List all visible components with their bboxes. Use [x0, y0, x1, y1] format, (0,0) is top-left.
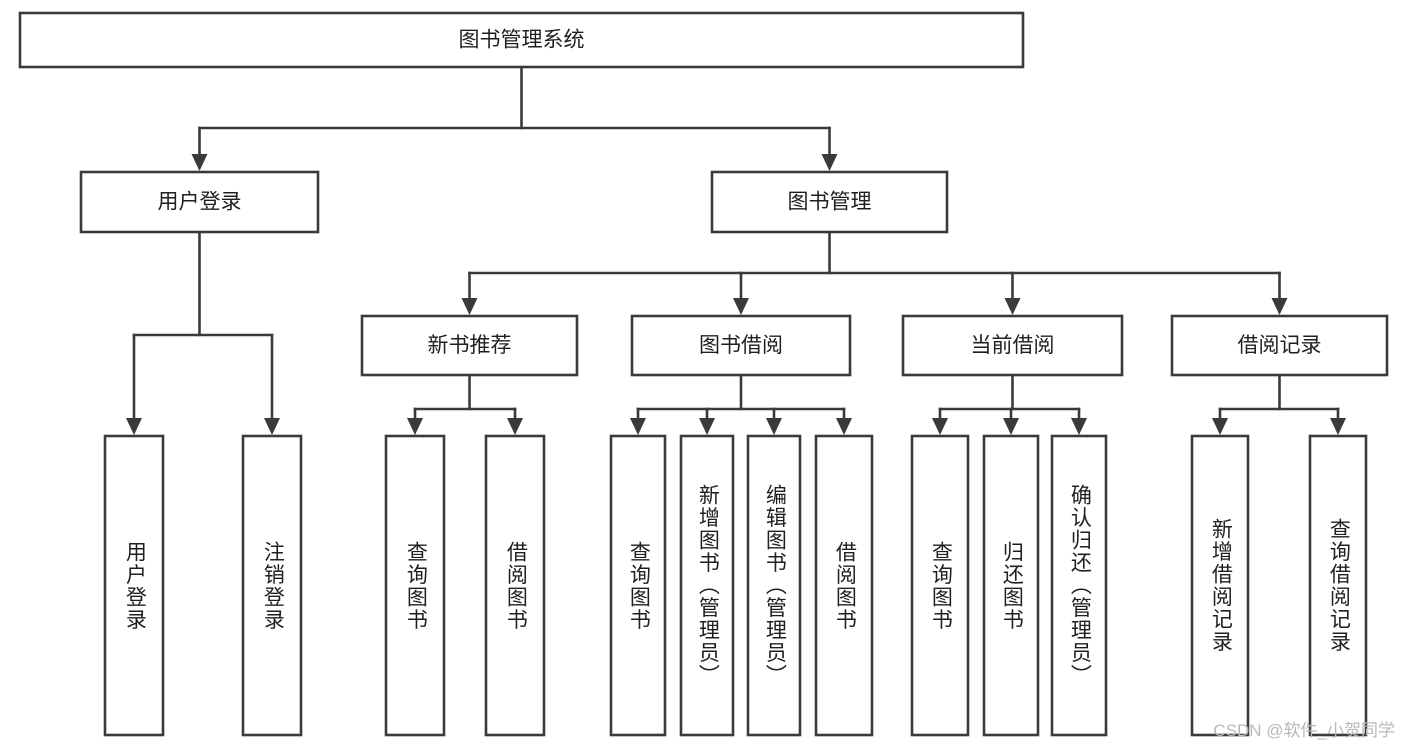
arrow-head-borrow-record-0 — [1212, 418, 1228, 435]
node-label-root: 图书管理系统 — [459, 29, 585, 52]
arrow-head-book-borrow-2 — [766, 418, 782, 435]
node-box-leaf-query-record[interactable] — [1308, 434, 1368, 737]
arrow-head-new-book-rec-0 — [407, 418, 423, 435]
node-box-book-borrow[interactable] — [630, 314, 852, 377]
node-label-user-login: 用户登录 — [158, 191, 242, 214]
node-box-leaf-logout[interactable] — [241, 434, 303, 737]
node-box-leaf-query-book-2[interactable] — [609, 434, 667, 737]
watermark-text: CSDN @软件_小贺同学 — [1213, 721, 1395, 740]
node-box-leaf-add-record[interactable] — [1190, 434, 1250, 737]
arrow-head-user-login-0 — [126, 418, 142, 435]
node-label-new-book-rec: 新书推荐 — [428, 334, 512, 357]
node-box-leaf-edit-book[interactable] — [746, 434, 802, 737]
connector-layer — [126, 65, 1346, 435]
node-box-leaf-borrow-book-1[interactable] — [484, 434, 546, 737]
node-box-new-book-rec[interactable] — [360, 314, 579, 377]
node-box-leaf-return-book[interactable] — [982, 434, 1040, 737]
arrow-head-book-manage-2 — [1004, 298, 1021, 315]
node-box-borrow-record[interactable] — [1170, 314, 1389, 377]
arrow-head-root-0 — [191, 154, 208, 171]
arrow-head-current-borrow-1 — [1003, 418, 1019, 435]
arrow-head-book-borrow-1 — [699, 418, 715, 435]
node-box-leaf-confirm-return[interactable] — [1050, 434, 1108, 737]
node-box-leaf-borrow-book-2[interactable] — [814, 434, 874, 737]
node-box-root[interactable] — [18, 11, 1025, 69]
arrow-head-root-1 — [821, 154, 838, 171]
arrow-head-new-book-rec-1 — [507, 418, 523, 435]
node-box-leaf-add-book[interactable] — [679, 434, 735, 737]
arrow-head-current-borrow-2 — [1071, 418, 1087, 435]
arrow-head-book-manage-1 — [733, 298, 749, 315]
arrow-head-book-borrow-0 — [630, 418, 646, 435]
node-box-user-login[interactable] — [79, 170, 320, 234]
arrow-head-book-manage-0 — [461, 298, 478, 315]
node-box-leaf-user-login[interactable] — [103, 434, 165, 737]
box-layer — [18, 11, 1389, 737]
node-label-current-borrow: 当前借阅 — [971, 334, 1055, 357]
node-label-book-manage: 图书管理 — [788, 191, 872, 214]
node-box-leaf-query-book-1[interactable] — [384, 434, 446, 737]
arrow-head-user-login-1 — [264, 418, 280, 435]
node-box-book-manage[interactable] — [710, 170, 949, 234]
arrow-head-book-borrow-3 — [836, 418, 852, 435]
node-box-current-borrow[interactable] — [901, 314, 1124, 377]
node-label-book-borrow: 图书借阅 — [699, 334, 783, 357]
arrow-head-borrow-record-1 — [1330, 418, 1346, 435]
node-box-leaf-query-book-3[interactable] — [910, 434, 970, 737]
arrow-head-book-manage-3 — [1271, 298, 1288, 315]
arrow-head-current-borrow-0 — [932, 418, 948, 435]
node-label-borrow-record: 借阅记录 — [1238, 334, 1322, 357]
